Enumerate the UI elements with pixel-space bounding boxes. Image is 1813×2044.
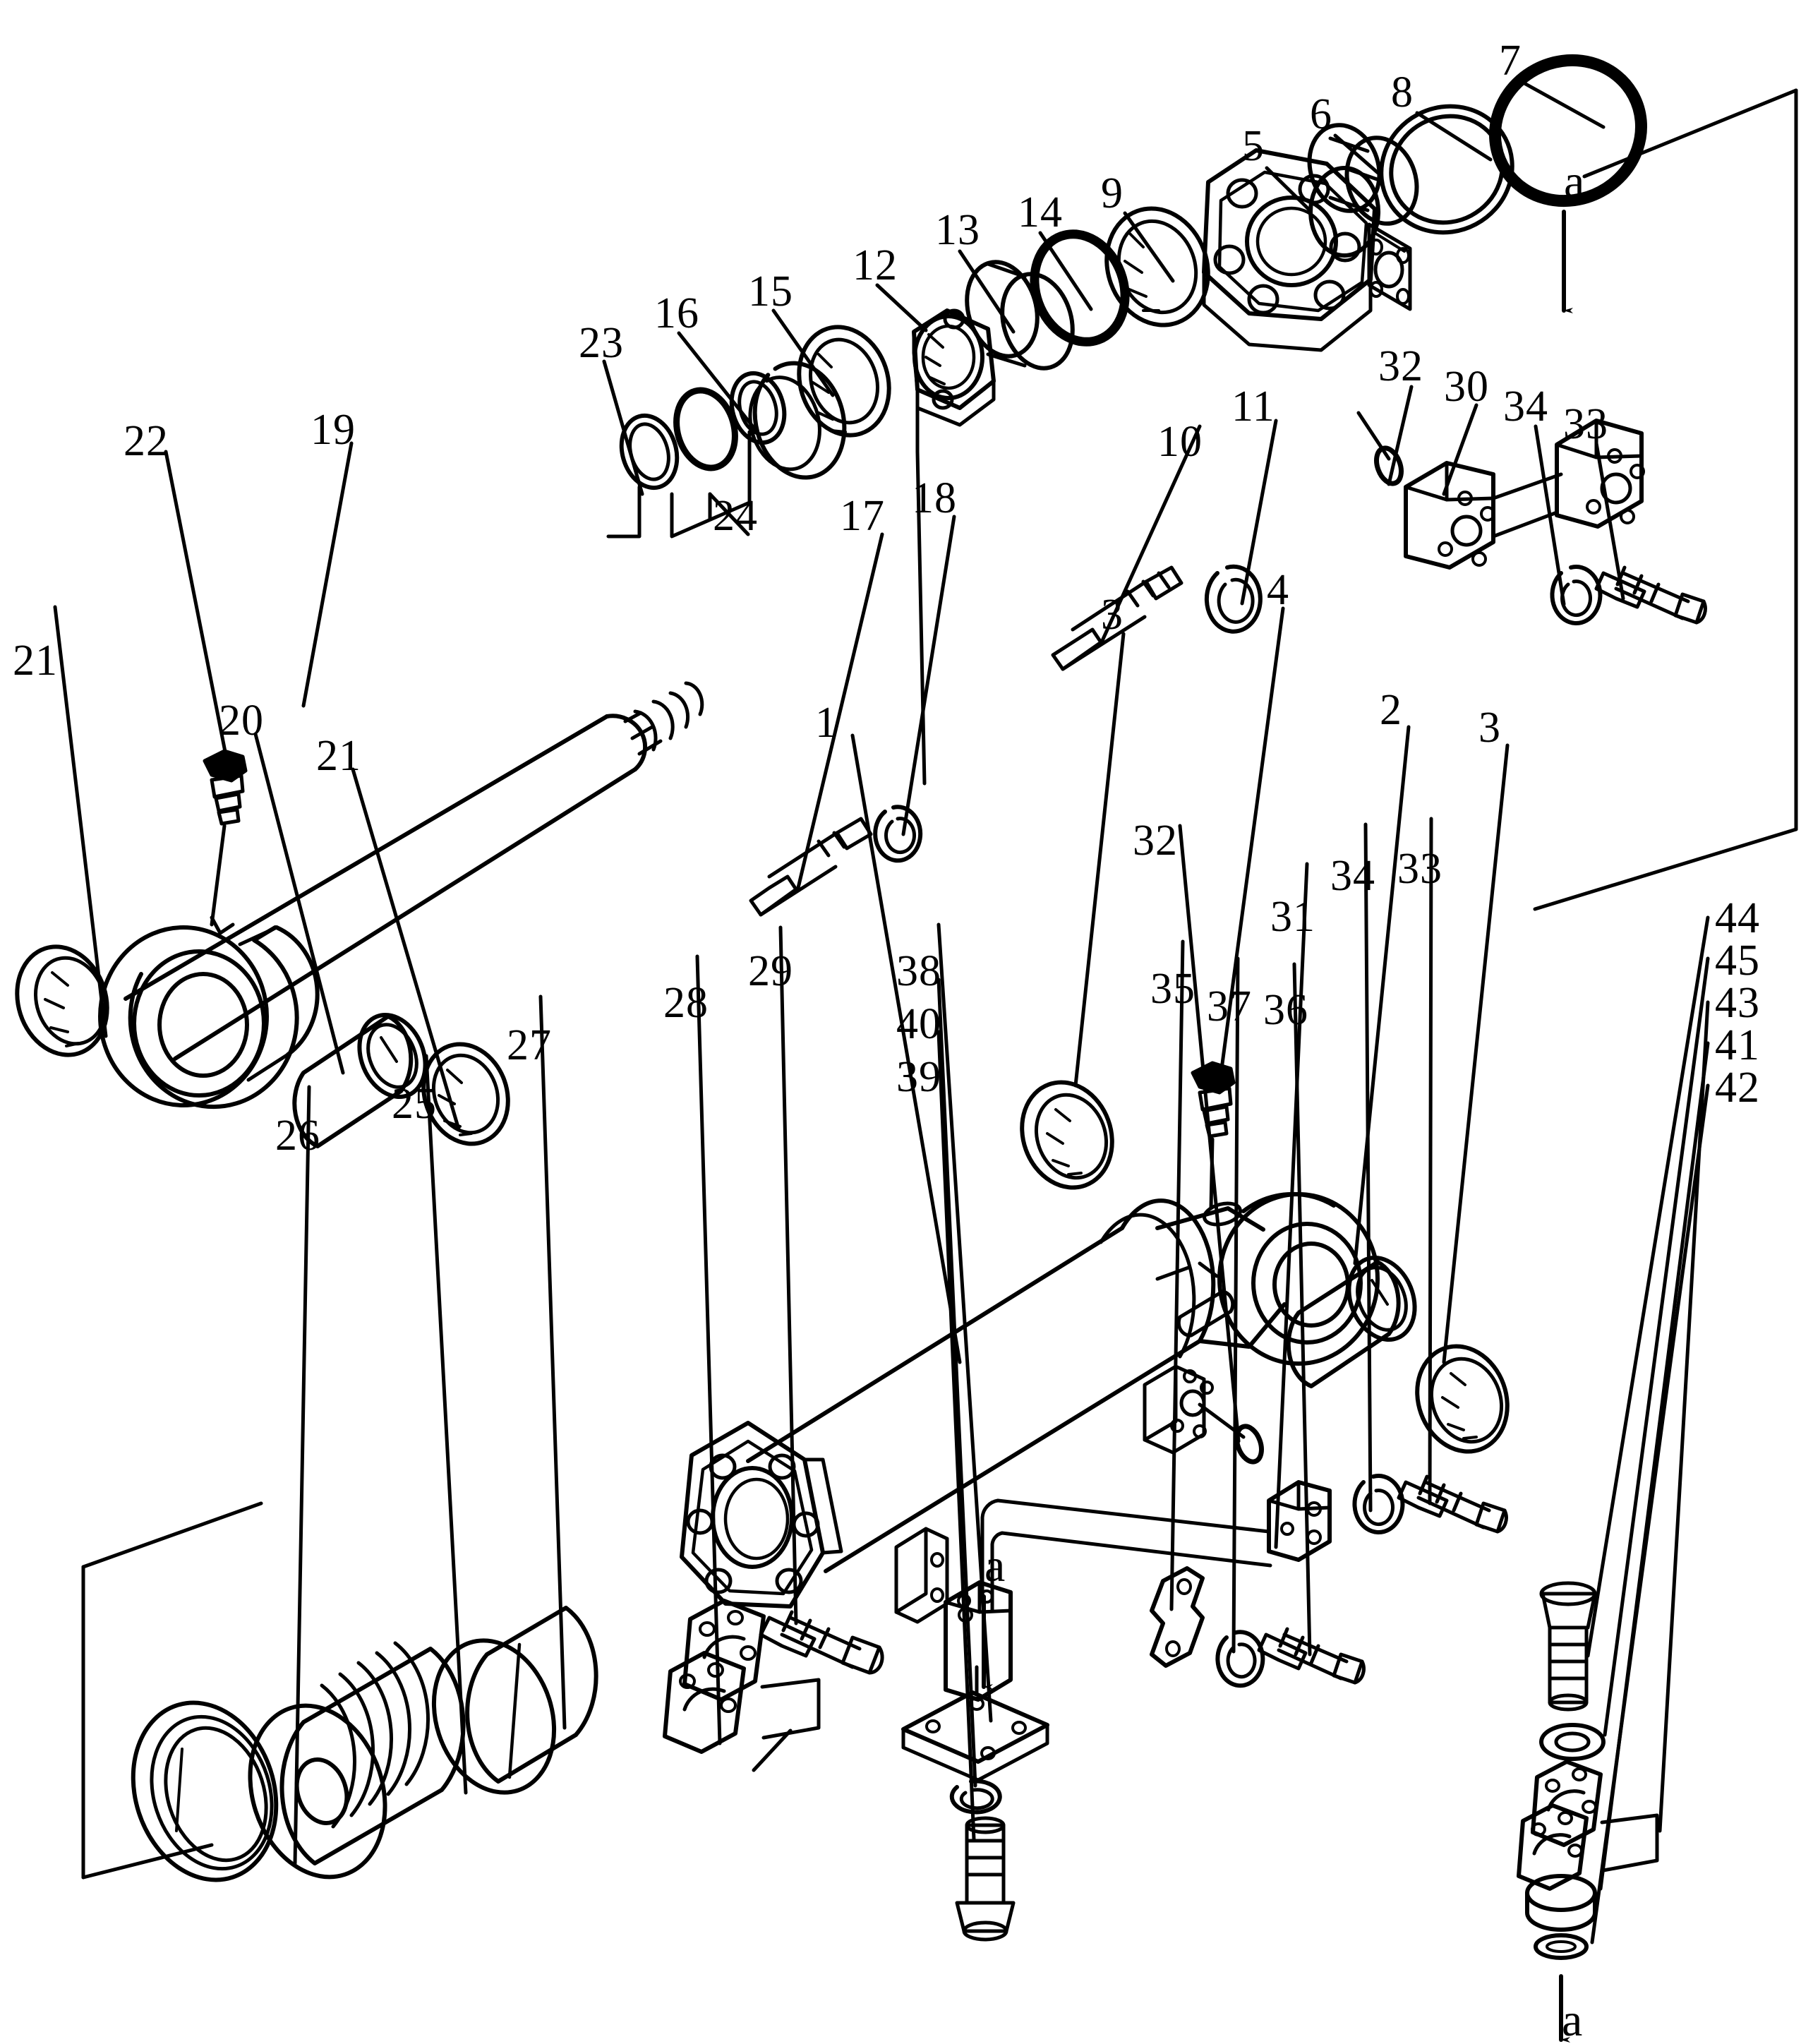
reference-mark-a-top-right: a	[1564, 156, 1585, 208]
callout-10: 10	[1157, 418, 1203, 466]
callout-19: 19	[311, 406, 356, 454]
part-25-piston	[248, 1641, 466, 1880]
callout-26: 26	[275, 1112, 320, 1160]
rod-eye-upper	[98, 915, 320, 1110]
part-32-o-ring-lower	[1234, 1424, 1264, 1465]
callout-32: 32	[1133, 817, 1178, 865]
callout-27: 27	[507, 1021, 552, 1069]
part-39-bolt-vertical	[955, 1816, 1016, 1942]
callout-21: 21	[316, 732, 361, 780]
callout-37: 37	[1207, 982, 1252, 1030]
part-6-bushing	[1307, 123, 1419, 258]
part-2-bushing-lower	[1286, 1255, 1417, 1388]
reference-mark-a-lower-center: a	[984, 1540, 1006, 1592]
part-28-split-coupling	[663, 1599, 821, 1772]
part-34-retainer-lower	[1352, 1474, 1405, 1535]
part-37-retainer	[1215, 1630, 1265, 1688]
callout-7: 7	[1499, 37, 1522, 85]
callout-3: 3	[1101, 591, 1124, 639]
leader-lines	[53, 81, 1710, 1944]
callout-1: 1	[815, 699, 838, 747]
part-33-bolt-lower	[1397, 1474, 1508, 1534]
part-36-bolt	[1257, 1627, 1366, 1685]
callout-29: 29	[748, 947, 793, 995]
callout-33: 33	[1397, 845, 1442, 893]
upper-group-bracket	[1533, 88, 1798, 911]
callout-38: 38	[896, 947, 941, 995]
part-3-bearing-left	[1020, 1080, 1114, 1190]
callout-14: 14	[1018, 188, 1063, 236]
callout-2: 2	[1380, 686, 1402, 734]
callout-35: 35	[1150, 965, 1195, 1013]
callout-30: 30	[1444, 363, 1489, 411]
part-40-washer	[949, 1779, 1002, 1815]
callout-40: 40	[896, 1000, 941, 1048]
detail-a-stack	[1517, 1581, 1659, 1960]
part-15-seal	[797, 325, 891, 438]
callout-42: 42	[1715, 1064, 1760, 1112]
callout-36: 36	[1263, 986, 1308, 1034]
callout-15: 15	[748, 267, 793, 315]
part-11-snap-ring	[1204, 564, 1263, 634]
callout-44: 44	[1715, 894, 1760, 942]
callout-16: 16	[654, 289, 699, 337]
callout-20: 20	[219, 697, 264, 745]
callout-28: 28	[663, 979, 709, 1027]
part-14-o-ring	[1030, 229, 1130, 347]
callout-31: 31	[1270, 893, 1315, 941]
part-31-tube	[944, 1480, 1332, 1702]
part-33-bolt-upper	[1594, 565, 1707, 625]
part-10-bolt	[1051, 565, 1183, 671]
callout-41: 41	[1715, 1021, 1760, 1069]
callout-18: 18	[912, 474, 957, 522]
part-27-wear-band	[431, 1606, 598, 1795]
callout-8: 8	[1391, 68, 1414, 116]
part-22-grease-nipple	[203, 749, 248, 927]
callout-24: 24	[713, 492, 758, 540]
part-3-bearing-right	[1415, 1344, 1510, 1454]
callout-21: 21	[13, 637, 58, 685]
ref-arrows	[982, 210, 1573, 2043]
callout-17: 17	[840, 492, 885, 540]
callout-45: 45	[1715, 937, 1760, 985]
callout-4: 4	[1267, 566, 1289, 614]
callout-5: 5	[1242, 122, 1265, 170]
callout-3: 3	[1478, 704, 1501, 752]
callout-34: 34	[1330, 852, 1375, 900]
part-30-coupling-block	[1404, 419, 1645, 570]
callout-25: 25	[392, 1080, 437, 1128]
callout-23: 23	[579, 319, 624, 367]
part-26-seal	[131, 1700, 279, 1882]
part-35-clamp-bracket	[1150, 1566, 1205, 1668]
callout-9: 9	[1101, 169, 1124, 217]
part-20-upper-bushing	[292, 1012, 428, 1148]
part-12-gland-flange	[912, 308, 996, 427]
callout-33: 33	[1563, 400, 1608, 448]
part-29-bolt	[759, 1610, 884, 1675]
callout-39: 39	[896, 1053, 941, 1101]
callout-32: 32	[1378, 342, 1423, 390]
callout-12: 12	[853, 241, 898, 289]
reference-mark-a-bottom-right: a	[1562, 1995, 1583, 2044]
callout-34: 34	[1503, 383, 1548, 431]
callout-11: 11	[1231, 383, 1275, 431]
callout-13: 13	[935, 206, 980, 254]
callout-6: 6	[1310, 90, 1332, 138]
callout-43: 43	[1715, 979, 1760, 1027]
part-19-piston-rod	[124, 681, 704, 1061]
part-5-cylinder-head	[1202, 148, 1412, 352]
part-18-snap-ring	[873, 805, 923, 863]
lower-left-group-bracket	[81, 1501, 263, 1880]
part-13-bushing	[965, 260, 1075, 371]
callout-22: 22	[124, 417, 169, 465]
part-1-cylinder-tube	[680, 1191, 1380, 1624]
